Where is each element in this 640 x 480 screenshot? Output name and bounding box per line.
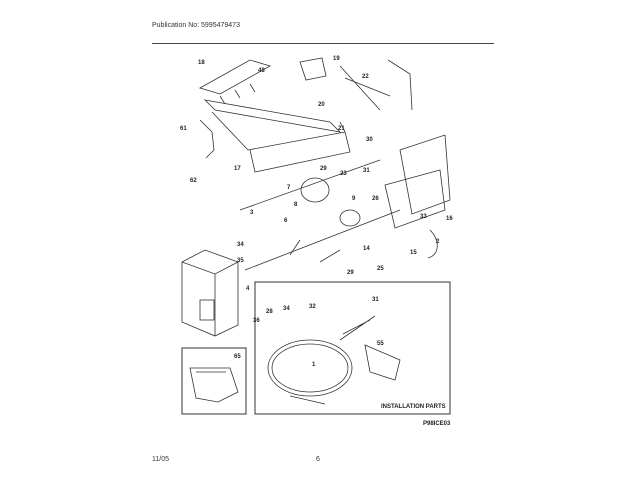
- publication-number: Publication No: 5995479473: [152, 22, 240, 29]
- header-rule: [152, 43, 494, 44]
- part-label: 18: [198, 60, 205, 66]
- part-label: 33: [420, 214, 427, 220]
- figure-code: P98ICE03: [423, 421, 451, 427]
- part-label: 34: [237, 242, 244, 248]
- part-label: 1: [312, 362, 316, 368]
- part-label: 61: [180, 126, 187, 132]
- part-label: 62: [190, 178, 197, 184]
- ice-mold-assembly: [198, 57, 413, 173]
- part-label: 9: [352, 196, 356, 202]
- ice-bucket-box: [181, 347, 247, 415]
- installation-parts-box: [254, 281, 451, 415]
- part-label: 14: [363, 246, 370, 252]
- part-label: 2: [436, 239, 440, 245]
- part-label: 29: [347, 270, 354, 276]
- part-label: 8: [294, 202, 298, 208]
- part-label: 26: [372, 196, 379, 202]
- part-label: 55: [377, 341, 384, 347]
- part-label: 6: [284, 218, 288, 224]
- part-label: 23: [340, 171, 347, 177]
- part-label: 16: [446, 216, 453, 222]
- part-label: 15: [410, 250, 417, 256]
- part-label: 19: [333, 56, 340, 62]
- part-label: 3: [250, 210, 254, 216]
- part-label: 65: [234, 354, 241, 360]
- part-label: 4: [246, 286, 250, 292]
- part-label: 21: [338, 126, 345, 132]
- part-label: 30: [366, 137, 373, 143]
- motor-housing-assembly: [239, 134, 451, 271]
- water-line-and-valve: [267, 315, 401, 405]
- part-label: 34: [283, 306, 290, 312]
- part-label: 29: [320, 166, 327, 172]
- part-label: 20: [318, 102, 325, 108]
- part-label: 31: [372, 297, 379, 303]
- ice-bucket: [189, 367, 239, 403]
- part-label: 28: [266, 309, 273, 315]
- part-label: 22: [362, 74, 369, 80]
- part-label: 17: [234, 166, 241, 172]
- part-label: 25: [377, 266, 384, 272]
- ice-maker-cover: [181, 249, 239, 337]
- part-label: 36: [253, 318, 260, 324]
- part-label: 48: [258, 68, 265, 74]
- footer-date: 11/05: [152, 456, 169, 463]
- part-label: 32: [309, 304, 316, 310]
- page-number: 6: [316, 456, 320, 463]
- part-label: 35: [237, 258, 244, 264]
- installation-parts-label: INSTALLATION PARTS: [381, 404, 446, 410]
- part-label: 7: [287, 185, 291, 191]
- part-labels: 18 48 19 22 20 61 21 62 17 29 7 23 31 30…: [180, 56, 453, 368]
- part-label: 31: [363, 168, 370, 174]
